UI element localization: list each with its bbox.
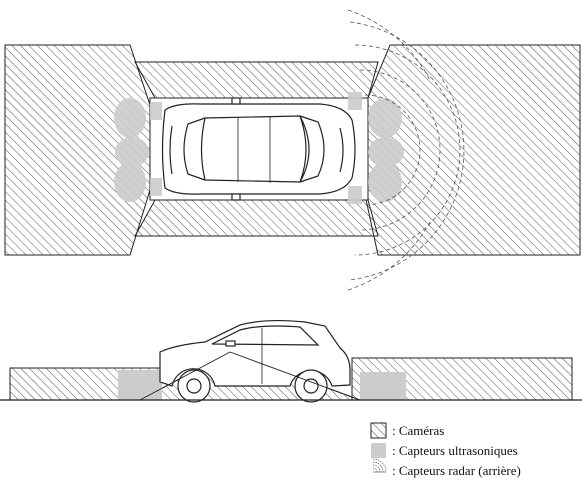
legend-swatch-hatch bbox=[370, 422, 387, 439]
front-hub bbox=[303, 378, 319, 394]
ultrasonic-zone bbox=[115, 137, 149, 167]
legend-item-radar: : Capteurs radar (arrière) bbox=[372, 458, 521, 478]
bottom-camera-zone bbox=[134, 199, 379, 237]
ultrasonic-zone bbox=[114, 98, 146, 138]
side-view bbox=[0, 319, 582, 403]
radar-arc bbox=[364, 94, 421, 206]
ultrasonic-ground-left bbox=[118, 370, 162, 400]
top-camera-zone bbox=[134, 61, 379, 99]
ultrasonic-zone bbox=[150, 178, 162, 196]
legend-label-cameras: : Caméras bbox=[392, 423, 444, 438]
radar-arc bbox=[349, 21, 465, 281]
radar-arcs bbox=[347, 9, 465, 291]
radar-arc bbox=[347, 9, 431, 81]
ultrasonic-zone bbox=[348, 92, 362, 110]
car-rear-bumper bbox=[169, 125, 173, 175]
radar-arc bbox=[354, 44, 461, 256]
ultrasonic-zone bbox=[348, 186, 362, 204]
ultrasonic-zone bbox=[368, 162, 402, 202]
legend-item-cameras: : Caméras bbox=[370, 422, 444, 439]
legend-label-radar: : Capteurs radar (arrière) bbox=[392, 463, 521, 478]
radar-icon bbox=[372, 458, 387, 473]
car-windshield bbox=[299, 115, 325, 183]
ultrasonic-zones-right bbox=[348, 92, 404, 204]
ultrasonic-zone bbox=[150, 102, 162, 120]
side-mirror bbox=[231, 193, 241, 201]
ultrasonic-ground-right bbox=[360, 372, 406, 400]
legend-label-ultrasonic: : Capteurs ultrasoniques bbox=[392, 443, 518, 458]
car-body-outline bbox=[161, 103, 356, 195]
car-rear-window bbox=[183, 117, 206, 181]
ultrasonic-zone bbox=[368, 98, 402, 138]
radar-arc bbox=[359, 69, 441, 231]
side-mirror bbox=[225, 340, 236, 347]
ultrasonic-zones-left bbox=[114, 98, 162, 202]
car-side-view bbox=[159, 319, 351, 403]
car-side-body bbox=[159, 319, 351, 387]
sight-line bbox=[229, 351, 361, 401]
top-view bbox=[4, 9, 581, 291]
legend-item-ultrasonic: : Capteurs ultrasoniques bbox=[371, 443, 518, 458]
car-front-grille bbox=[339, 127, 344, 173]
camera-sight-lines bbox=[139, 351, 361, 401]
legend-swatch-gray bbox=[371, 443, 386, 458]
side-mirror bbox=[231, 97, 241, 105]
sight-line bbox=[139, 351, 231, 401]
legend: : Caméras : Capteurs ultrasoniques : Cap… bbox=[370, 422, 521, 478]
car-side-windows bbox=[211, 325, 320, 346]
rear-hub bbox=[186, 378, 202, 394]
car-top-view bbox=[161, 97, 356, 201]
ultrasonic-zone bbox=[114, 162, 146, 202]
ultrasonic-zone bbox=[368, 137, 404, 167]
